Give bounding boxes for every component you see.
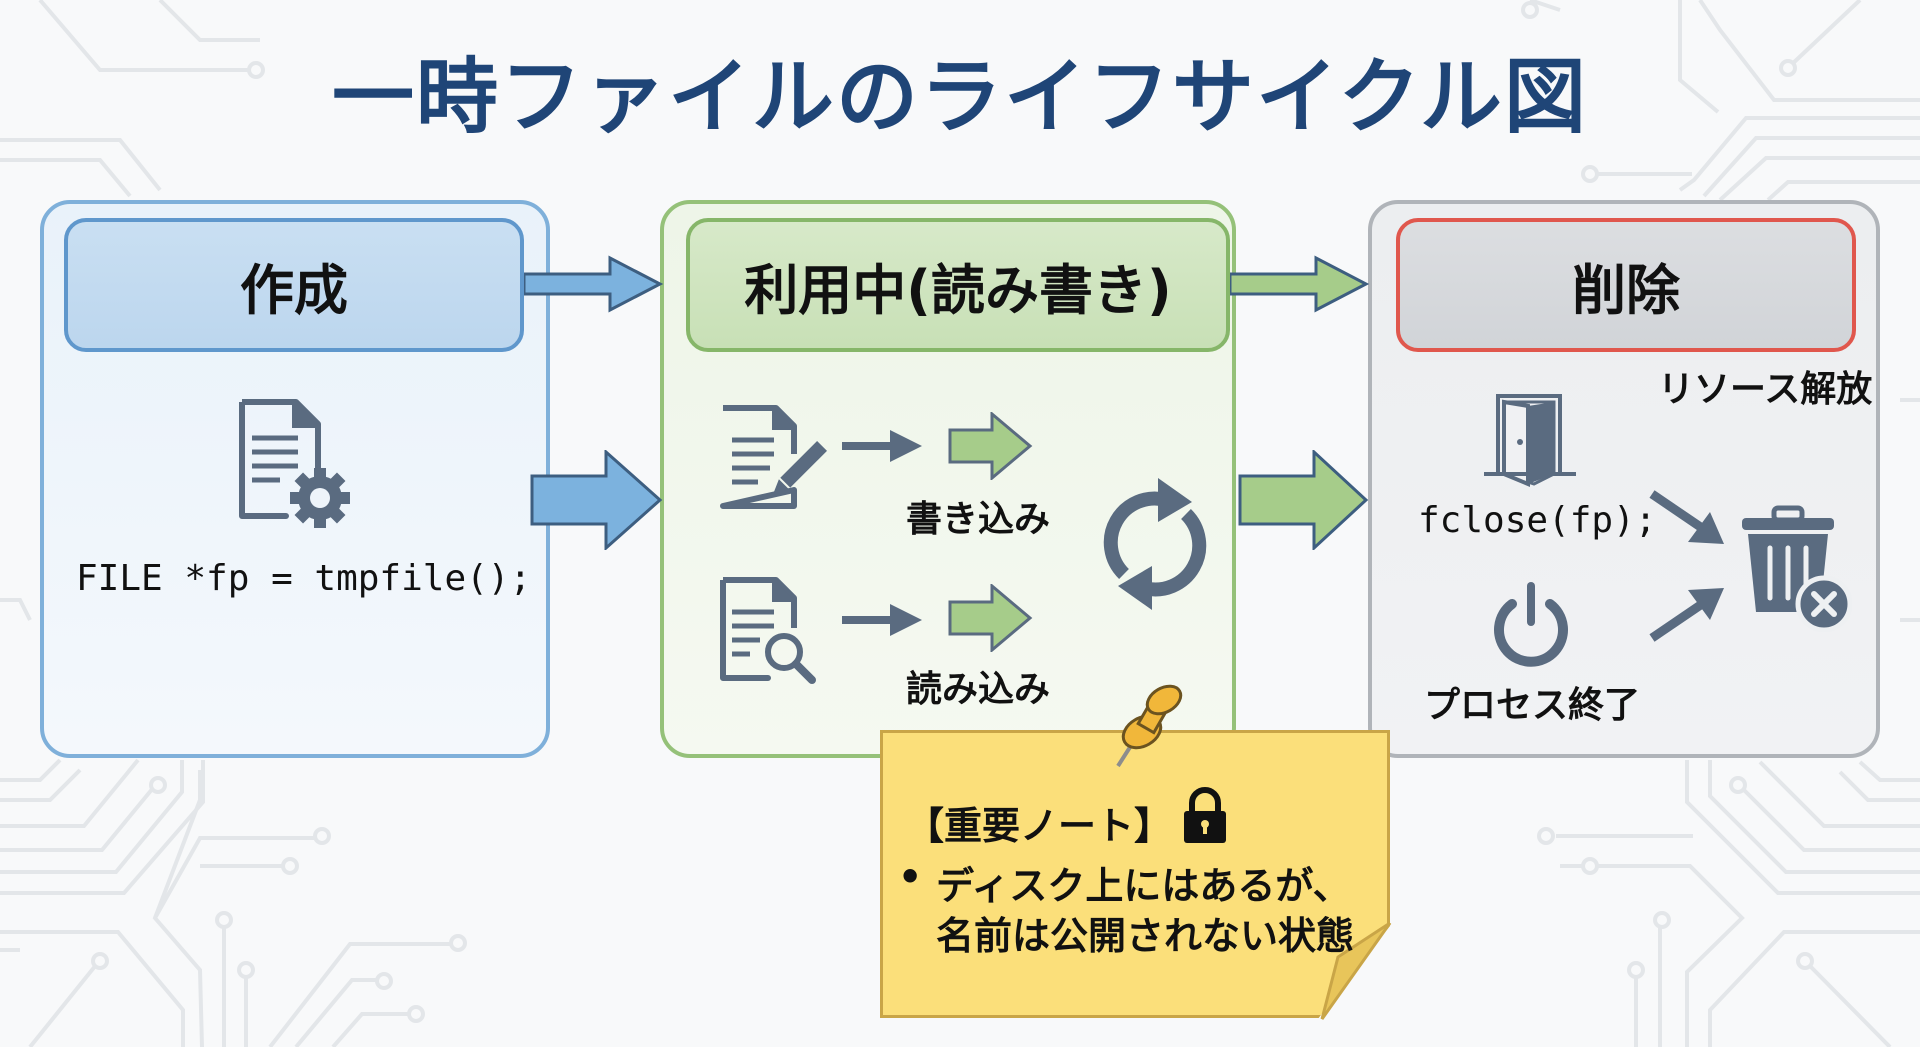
arrow-use-to-delete-small: [1230, 255, 1370, 313]
arrow-create-to-use-small: [524, 255, 664, 313]
arrow-create-to-use-large: [530, 450, 663, 550]
write-label: 書き込み: [906, 499, 1051, 540]
arrow-use-to-delete-large: [1238, 450, 1369, 550]
process-exit-label: プロセス終了: [1424, 685, 1641, 726]
stage-use-header: 利用中(読み書き): [686, 218, 1230, 352]
pushpin-icon: [1116, 684, 1183, 768]
read-label: 読み込み: [906, 669, 1051, 710]
fclose-code: fclose(fp);: [1418, 500, 1657, 541]
stage-delete-header: 削除: [1396, 218, 1856, 352]
door-icon: [1484, 394, 1576, 487]
note-title: 【重要ノート】: [906, 804, 1173, 848]
resource-release-label: リソース解放: [1658, 369, 1873, 410]
arrow-to-trash-from-exit: [1649, 588, 1724, 642]
document-pencil-icon: [720, 405, 827, 509]
power-icon: [1494, 582, 1568, 667]
write-arrow-icon: [842, 430, 922, 462]
lock-icon: [1184, 787, 1226, 843]
document-search-icon: [720, 577, 816, 684]
note-bullet: •: [898, 855, 923, 899]
note-text-line-2: 名前は公開されない状態: [936, 914, 1355, 958]
stage-create-header: 作成: [64, 218, 524, 352]
write-green-arrow-icon: [948, 412, 1033, 480]
note-page-curl: [1320, 923, 1392, 1020]
read-green-arrow-icon: [948, 584, 1033, 652]
tmpfile-code: FILE *fp = tmpfile();: [76, 558, 532, 599]
read-arrow-icon: [842, 604, 922, 636]
page-title: 一時ファイルのライフサイクル図: [332, 50, 1588, 145]
trash-x-icon: [1742, 505, 1852, 632]
arrow-to-trash-from-fclose: [1649, 490, 1724, 544]
note-text-line-1: ディスク上にはあるが、: [936, 864, 1351, 908]
important-note: [880, 730, 1390, 1018]
refresh-icon: [1103, 478, 1207, 610]
document-gear-icon: [239, 399, 350, 528]
